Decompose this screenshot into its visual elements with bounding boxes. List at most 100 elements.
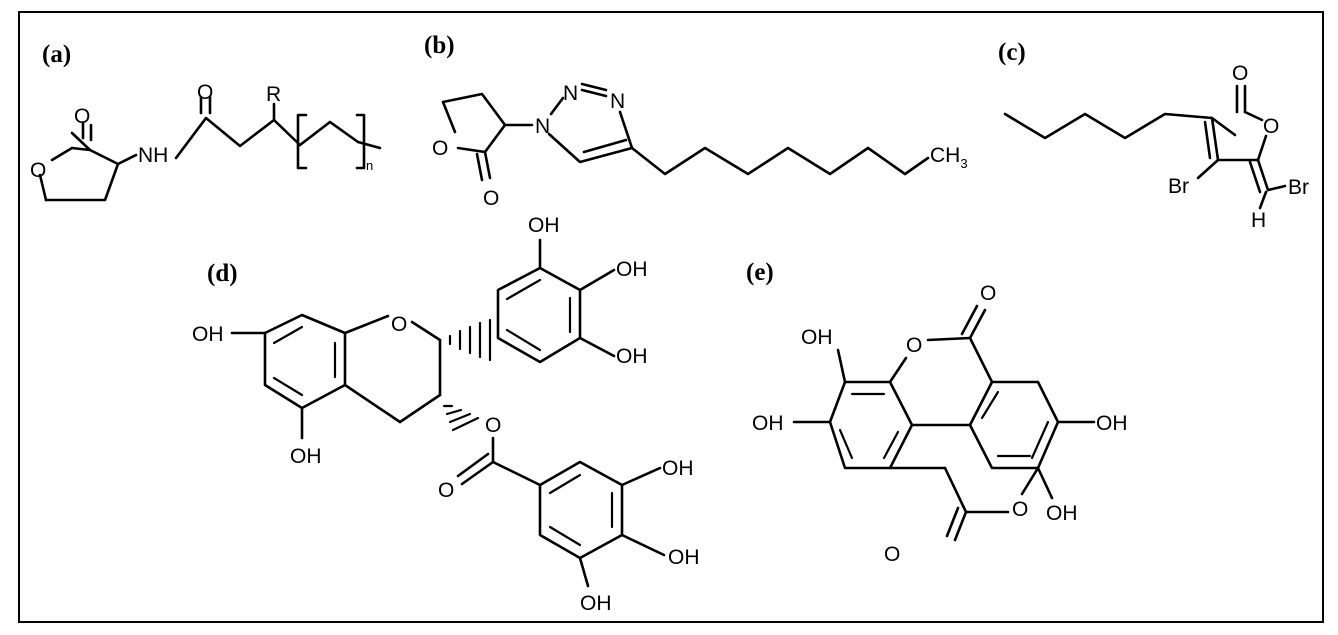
- structure-a: (a) O O NH O R n: [30, 41, 382, 202]
- bond-a-end: [356, 140, 382, 150]
- bond-c-exo: [1256, 158, 1270, 192]
- atom-d-oh-right2: OH: [616, 345, 648, 368]
- atom-a-n-subscript: n: [366, 158, 373, 173]
- atom-d-o-ring: O: [391, 313, 407, 336]
- atom-d-oh-top: OH: [528, 214, 560, 237]
- bond-d-ring-a-dbl1: [272, 325, 304, 345]
- bond-d-g-oh3: [578, 556, 590, 588]
- bond-d-c1: [343, 314, 390, 335]
- atom-e-o-bot: O: [884, 543, 900, 566]
- atom-d-o-ester: O: [485, 414, 501, 437]
- atom-b-o-carbonyl: O: [483, 187, 499, 210]
- structure-c: (c) O O Br Br H: [998, 39, 1309, 232]
- bond-d-c4: [398, 393, 442, 424]
- bond-e-up3: [968, 336, 994, 384]
- atom-d-oh-g1: OH: [662, 457, 694, 480]
- atom-b-ch3: CH3: [930, 144, 968, 171]
- atom-b-o-ring: O: [432, 137, 448, 160]
- bond-d-g-oh2: [620, 533, 666, 557]
- atom-d-oh-g2: OH: [668, 546, 700, 569]
- bond-a-chain: [174, 116, 276, 160]
- atom-e-oh-ul: OH: [801, 326, 833, 349]
- bond-d-g-oh1: [620, 466, 662, 487]
- bond-e-co-top-dbl: [960, 304, 979, 336]
- panel-label-d: (d): [207, 260, 238, 287]
- bond-d-ring-b-dbl3: [505, 328, 542, 352]
- bond-d-ester-co: [460, 460, 495, 486]
- bond-d-ring-g-dbl3: [548, 525, 582, 547]
- bond-a-ring-o2: [50, 146, 74, 162]
- bond-e-left-dbl3: [882, 430, 900, 460]
- bond-b-n2n3-dbl: [580, 82, 608, 92]
- atom-a-o-ring: O: [30, 159, 46, 182]
- bond-b-chain: [630, 146, 930, 176]
- panel-label-e: (e): [746, 259, 774, 286]
- bond-a-ring-o1: [38, 173, 48, 202]
- figure-border: [18, 11, 1324, 623]
- structure-b: (b) O O N N N CH3: [424, 32, 968, 210]
- bond-d-ring-b-dbl1: [505, 278, 542, 301]
- bond-b-cc-dbl: [582, 138, 628, 154]
- atom-e-o-top: O: [980, 282, 996, 305]
- bond-e-right-dbl2: [1030, 420, 1050, 460]
- atom-d-o-carbonyl: O: [438, 479, 454, 502]
- bond-e-left-dbl2: [838, 428, 854, 460]
- bond-c-ring2: [1210, 116, 1220, 162]
- bracket-left: [296, 113, 308, 170]
- bond-b-carbonyl: [483, 150, 492, 180]
- bond-d-ester-co-dbl: [456, 452, 490, 478]
- bond-c-ring2-dbl: [1203, 120, 1212, 160]
- bond-c-h: [1258, 190, 1268, 210]
- bond-d-c5: [343, 383, 402, 424]
- bond-e-oh-ul: [836, 348, 847, 384]
- bond-e-co-bot: [953, 510, 968, 542]
- panel-label-a: (a): [42, 41, 71, 68]
- bond-b-triazole-bottom: [547, 132, 634, 164]
- bond-e-right-dbl1: [980, 390, 1000, 420]
- atom-c-br1: Br: [1168, 175, 1189, 198]
- atom-e-oh-l: OH: [752, 412, 784, 435]
- atom-a-nh: NH: [138, 144, 168, 167]
- atom-d-oh-g3: OH: [580, 592, 612, 615]
- bond-d-ester2: [491, 460, 542, 487]
- bond-c-exo-dbl: [1248, 160, 1262, 194]
- bond-b-carbonyl2: [475, 152, 484, 182]
- bond-e-co-bot-dbl: [945, 506, 960, 538]
- bond-b-n2n3: [580, 88, 608, 98]
- structure-d: (d) OH OH O: [192, 214, 700, 615]
- atom-c-o-ring: O: [1263, 115, 1279, 138]
- panel-label-c: (c): [998, 39, 1026, 66]
- atom-b-n2: N: [563, 82, 578, 105]
- bond-d-ring-g-dbl1: [548, 473, 582, 495]
- atom-e-o-ring-bot: O: [1012, 498, 1028, 521]
- bond-b-ring-top: [441, 92, 507, 134]
- atom-e-o-ring-top: O: [906, 334, 922, 357]
- bracket-right: [355, 113, 366, 170]
- bond-e-oh-lr: [1036, 466, 1054, 500]
- atom-b-n3: N: [610, 90, 625, 113]
- atom-c-h: H: [1251, 209, 1266, 232]
- atom-d-oh-right: OH: [616, 258, 648, 281]
- atom-c-o-carbonyl: O: [1232, 62, 1248, 85]
- hashed-wedge-c2: [448, 318, 492, 362]
- bond-a-ring-co: [70, 146, 92, 152]
- hashed-wedge-c3: [442, 404, 480, 432]
- atom-a-o-carbonyl: O: [74, 105, 90, 128]
- bond-e-co-top: [968, 308, 987, 340]
- structure-e: (e) O O O O OH OH OH OH: [746, 259, 1128, 566]
- bond-e-up2: [926, 336, 972, 342]
- atom-d-oh-bottom: OH: [290, 445, 322, 468]
- bond-c-br1: [1196, 158, 1220, 180]
- bond-d-oh-right: [578, 268, 616, 292]
- atom-d-oh-left: OH: [192, 323, 224, 346]
- bond-c-ring1: [1210, 116, 1237, 137]
- atom-e-oh-lr: OH: [1046, 502, 1078, 525]
- bond-a-to-bracket: [272, 118, 302, 147]
- bond-a-cn: [116, 153, 138, 166]
- bond-e-dn3: [943, 466, 968, 514]
- bond-d-oh-right2: [578, 336, 616, 358]
- bond-a-repeat: [298, 120, 360, 147]
- bond-c-br2: [1266, 184, 1287, 192]
- bond-c-ring5: [1243, 110, 1264, 122]
